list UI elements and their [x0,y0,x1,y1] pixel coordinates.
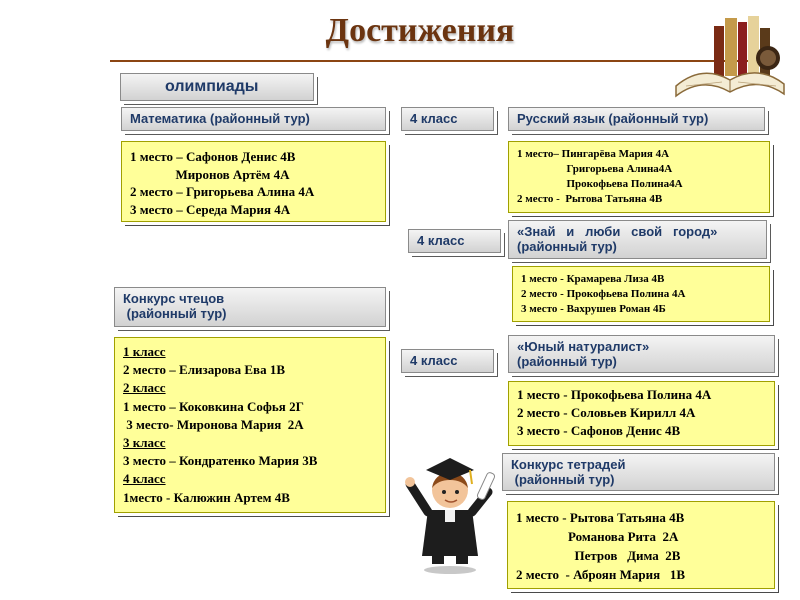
readers-contest-header: Конкурс чтецов (районный тур) [114,287,386,327]
math-header: Математика (районный тур) [121,107,386,131]
olympiads-header: олимпиады [120,73,314,101]
list-item: Романова Рита 2А [516,529,679,544]
grade-heading: 4 класс [123,471,166,487]
city-contest-results: 1 место - Крамарева Лиза 4В 2 место - Пр… [512,266,770,322]
list-item: 2 место - Рытова Татьяна 4В [517,193,663,205]
list-item: 3 место – Середа Мария 4А [130,201,291,217]
grade-label: 4 класс [401,107,494,131]
city-contest-subtitle: (районный тур) [517,239,617,254]
list-item: 2 место - Аброян Мария 1В [516,567,686,582]
books-icon [675,16,785,98]
list-item: 1место - Калюжин Артем 4В [123,489,290,505]
list-item: 1 место– Пингарёва Мария 4А [517,148,670,160]
grade-heading: 1 класс [123,344,166,359]
list-item: 1 место – Коковкина Софья 2Г [123,398,304,414]
list-item: 1 место - Прокофьева Полина 4А [517,387,712,402]
list-item: 1 место - Рытова Татьяна 4В [516,510,685,525]
readers-contest-results: 1 класс 2 место – Елизарова Ева 1В 2 кла… [114,337,386,513]
list-item: 3 место- Миронова Мария 2А [123,416,304,432]
list-item: 2 место - Прокофьева Полина 4А [521,288,686,300]
list-item: 2 место – Григорьева Алина 4А [130,184,315,199]
russian-header: Русский язык (районный тур) [508,107,765,131]
list-item: 2 место - Соловьев Кирилл 4А [517,405,696,420]
list-item: Миронов Артём 4А [130,166,290,182]
naturalist-results: 1 место - Прокофьева Полина 4А 2 место -… [508,381,775,446]
math-results: 1 место – Сафонов Денис 4В Миронов Артём… [121,141,386,222]
readers-contest-title: Конкурс чтецов [123,291,225,306]
title-divider [110,60,778,62]
notebooks-contest-subtitle: (районный тур) [511,472,615,487]
naturalist-subtitle: (районный тур) [517,354,617,369]
list-item: 3 место - Вахрушев Роман 4Б [521,303,666,315]
naturalist-title: «Юный натуралист» [517,339,650,354]
city-contest-title: «Знай и люби свой город» [517,224,718,239]
city-contest-header: «Знай и люби свой город» (районный тур) [508,220,767,259]
grade-label: 4 класс [408,229,501,253]
list-item: 1 место - Крамарева Лиза 4В [521,273,665,285]
list-item: 3 место – Кондратенко Мария 3В [123,453,318,469]
list-item: 3 место - Сафонов Денис 4В [517,423,681,438]
list-item: Прокофьева Полина4А [517,178,683,190]
page-title: Достижения [325,12,515,49]
notebooks-contest-title: Конкурс тетрадей [511,457,626,472]
list-item: Григорьева Алина4А [517,163,673,175]
readers-contest-subtitle: (районный тур) [123,306,227,321]
notebooks-contest-results: 1 место - Рытова Татьяна 4В Романова Рит… [507,501,775,589]
grade-heading: 2 класс [123,380,166,396]
grade-label: 4 класс [401,349,494,373]
list-item: 1 место – Сафонов Денис 4В [130,149,296,164]
list-item: 2 место – Елизарова Ева 1В [123,362,285,378]
russian-results: 1 место– Пингарёва Мария 4А Григорьева А… [508,141,770,213]
grade-heading: 3 класс [123,435,166,451]
naturalist-header: «Юный натуралист» (районный тур) [508,335,775,373]
list-item: Петров Дима 2В [516,548,681,563]
notebooks-contest-header: Конкурс тетрадей (районный тур) [502,453,775,491]
graduate-student-icon [405,458,496,574]
